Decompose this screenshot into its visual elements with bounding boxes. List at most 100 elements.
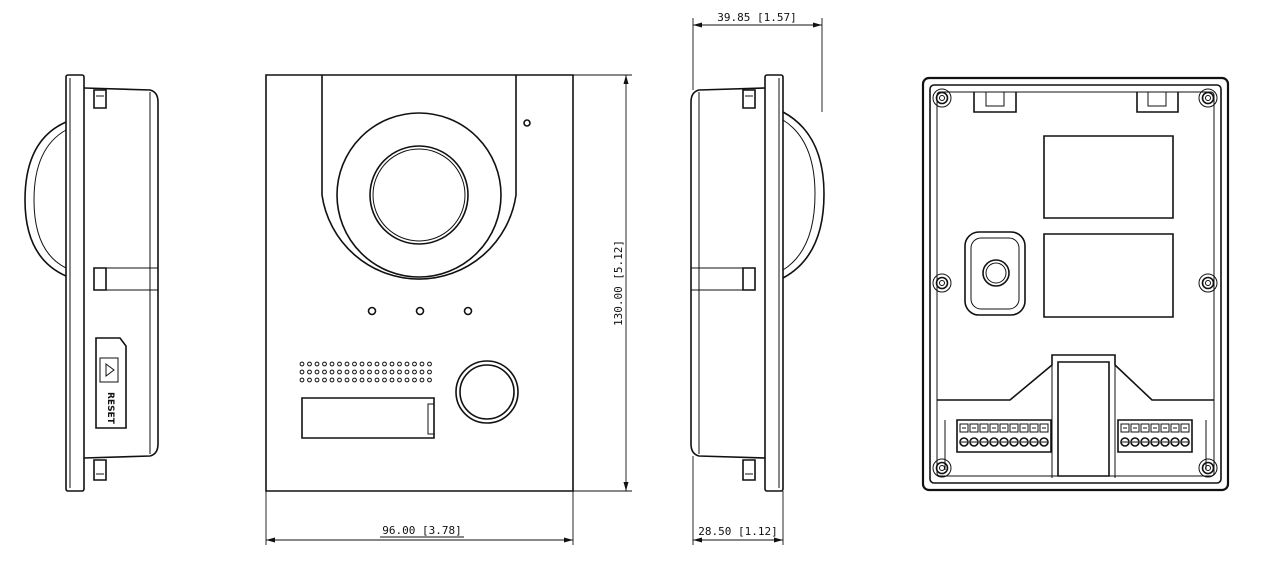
total-depth-dimension: 39.85 [1.57]	[693, 11, 822, 112]
speaker-hole	[428, 378, 432, 382]
front-indicator-led-3	[465, 308, 472, 315]
terminal-pin	[990, 424, 998, 446]
speaker-hole	[375, 362, 379, 366]
front-indicator-led-2	[417, 308, 424, 315]
speaker-hole	[375, 378, 379, 382]
rear-mount-screw	[933, 274, 951, 292]
speaker-hole	[345, 362, 349, 366]
terminal-pin	[980, 424, 988, 446]
sd-card-icon	[100, 358, 118, 382]
rear-mount-screw	[933, 89, 951, 107]
left-side-clip-top	[94, 90, 106, 108]
terminal-pin	[1161, 424, 1169, 446]
speaker-hole	[300, 362, 304, 366]
terminal-pin	[1010, 424, 1018, 446]
speaker-hole	[368, 378, 372, 382]
front-height-dimension: 130.00 [5.12]	[573, 75, 632, 491]
right-side-body	[691, 88, 765, 458]
left-side-clip-bottom	[94, 460, 106, 480]
front-width-dimension: 96.00 [3.78]	[266, 491, 573, 545]
terminal-pin	[1131, 424, 1139, 446]
speaker-hole	[405, 362, 409, 366]
speaker-hole	[300, 370, 304, 374]
right-side-clip-top	[743, 90, 755, 108]
speaker-hole	[360, 378, 364, 382]
front-camera-housing	[322, 75, 516, 279]
right-side-view: 39.85 [1.57] 28.50 [1.12]	[691, 11, 824, 545]
speaker-hole	[398, 378, 402, 382]
body-depth-label: 28.50 [1.12]	[698, 525, 777, 538]
speaker-hole	[413, 378, 417, 382]
speaker-hole	[398, 370, 402, 374]
rear-label-area-1	[1044, 136, 1173, 218]
speaker-hole	[323, 378, 327, 382]
terminal-pin	[1030, 424, 1038, 446]
speaker-hole	[308, 362, 312, 366]
speaker-hole	[330, 370, 334, 374]
front-height-label: 130.00 [5.12]	[612, 240, 625, 326]
terminal-pin	[1040, 424, 1048, 446]
rear-mount-screw	[1199, 89, 1217, 107]
front-indicator-led-1	[369, 308, 376, 315]
speaker-hole	[428, 370, 432, 374]
speaker-hole	[383, 370, 387, 374]
speaker-hole	[353, 362, 357, 366]
front-sensor-dot	[524, 120, 530, 126]
rear-housing-inner	[930, 85, 1221, 483]
rear-screw-group	[933, 89, 1217, 477]
rear-terminal-channel	[937, 355, 1214, 478]
rear-view	[923, 78, 1228, 490]
speaker-hole	[405, 378, 409, 382]
speaker-hole	[390, 378, 394, 382]
speaker-hole	[360, 362, 364, 366]
front-lens-ring	[337, 113, 501, 277]
speaker-hole	[413, 370, 417, 374]
terminal-pin	[1121, 424, 1129, 446]
terminal-pin	[1151, 424, 1159, 446]
terminal-pin	[960, 424, 968, 446]
speaker-hole	[398, 362, 402, 366]
speaker-hole	[353, 370, 357, 374]
speaker-hole	[368, 362, 372, 366]
left-side-camera-dome	[25, 122, 66, 276]
rear-top-clip-right	[1137, 92, 1178, 112]
rear-terminal-block-right	[1118, 420, 1192, 452]
rear-mount-screw	[933, 459, 951, 477]
speaker-hole	[420, 370, 424, 374]
speaker-hole	[330, 362, 334, 366]
speaker-hole	[405, 370, 409, 374]
speaker-hole	[338, 378, 342, 382]
speaker-hole	[308, 378, 312, 382]
total-depth-label: 39.85 [1.57]	[717, 11, 796, 24]
rear-top-clip-left	[974, 92, 1016, 112]
speaker-hole	[345, 370, 349, 374]
speaker-hole	[368, 370, 372, 374]
rear-cable-entry	[965, 232, 1025, 315]
speaker-hole	[300, 378, 304, 382]
rear-label-area-2	[1044, 234, 1173, 317]
speaker-hole	[330, 378, 334, 382]
speaker-hole	[428, 362, 432, 366]
right-side-clip-bottom	[743, 460, 755, 480]
speaker-hole	[323, 362, 327, 366]
front-faceplate	[266, 75, 573, 491]
speaker-hole	[375, 370, 379, 374]
speaker-hole	[315, 362, 319, 366]
reset-button-panel: RESET	[96, 338, 126, 428]
left-side-body	[84, 88, 158, 458]
left-side-faceplate	[66, 75, 84, 491]
rear-terminal-block-left	[957, 420, 1051, 452]
front-lens-outer	[370, 146, 468, 244]
rear-housing-outer	[923, 78, 1228, 490]
speaker-hole	[413, 362, 417, 366]
speaker-hole	[390, 370, 394, 374]
front-name-plate	[302, 398, 434, 438]
terminal-pin	[1181, 424, 1189, 446]
speaker-hole	[353, 378, 357, 382]
speaker-hole	[383, 378, 387, 382]
speaker-hole	[383, 362, 387, 366]
front-lens-inner	[373, 149, 465, 241]
body-depth-dimension: 28.50 [1.12]	[693, 456, 783, 545]
speaker-hole	[390, 362, 394, 366]
front-speaker-grille	[300, 362, 431, 382]
